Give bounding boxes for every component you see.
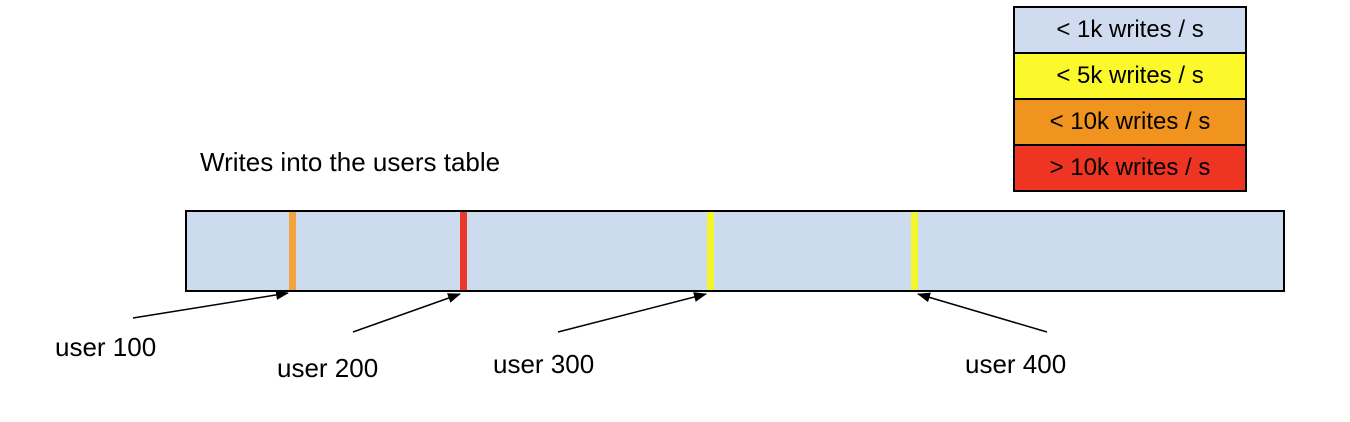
legend-item-lt-5k: < 5k writes / s	[1013, 52, 1247, 100]
arrow-user-100	[132, 289, 289, 319]
user-100-label: user 100	[55, 332, 157, 362]
legend-item-label: < 10k writes / s	[1049, 108, 1211, 135]
arrow-user-300	[557, 292, 707, 333]
users-table-bar	[185, 210, 1285, 292]
user-300-label: user 300	[493, 349, 595, 379]
legend-item-lt-10k: < 10k writes / s	[1013, 98, 1247, 146]
arrow-user-200	[352, 293, 461, 333]
legend-item-label: < 5k writes / s	[1056, 62, 1204, 89]
legend-item-label: > 10k writes / s	[1049, 154, 1211, 181]
write-hotspot-user-300	[707, 212, 714, 290]
write-hotspot-user-100	[288, 212, 296, 290]
legend: < 1k writes / s < 5k writes / s < 10k wr…	[1013, 6, 1247, 192]
diagram-title: Writes into the users table	[200, 147, 501, 177]
arrow-user-400	[917, 292, 1048, 333]
write-hotspot-user-400	[910, 212, 918, 290]
legend-item-gt-10k: > 10k writes / s	[1013, 144, 1247, 192]
legend-item-lt-1k: < 1k writes / s	[1013, 6, 1247, 54]
legend-item-label: < 1k writes / s	[1056, 16, 1204, 43]
user-400-label: user 400	[965, 349, 1067, 379]
user-200-label: user 200	[277, 353, 379, 383]
write-hotspot-user-200	[459, 212, 467, 290]
